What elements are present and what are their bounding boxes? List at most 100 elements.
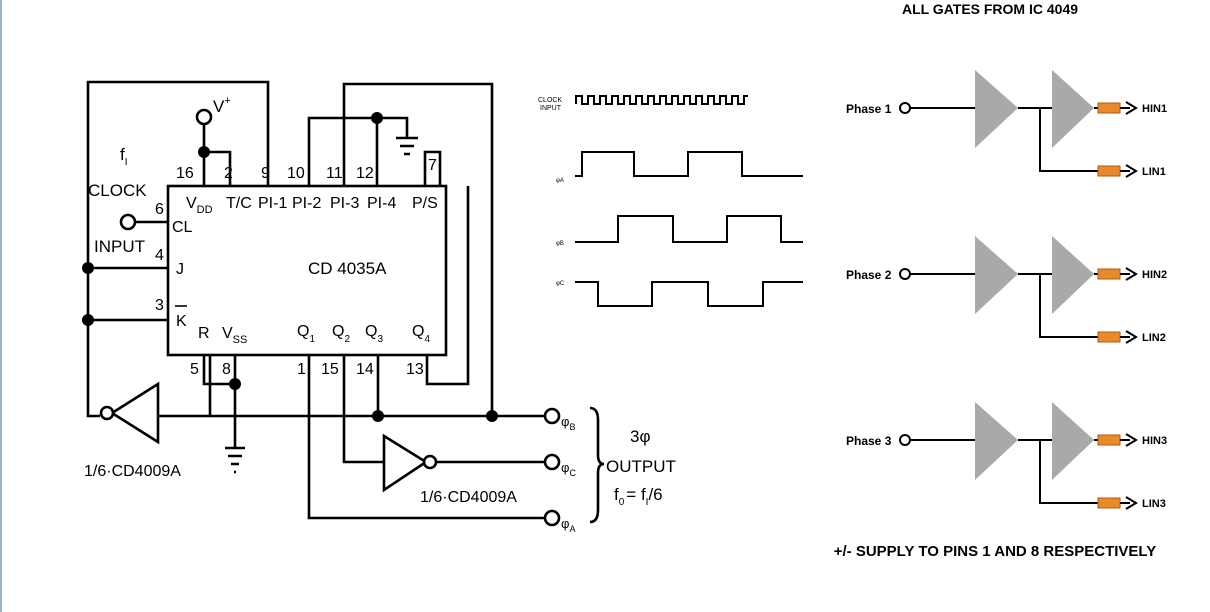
hin-resistor-2 — [1097, 268, 1121, 280]
wire-q1 — [307, 355, 545, 520]
node-k — [82, 314, 94, 326]
output-freq: f0= fI/6 — [614, 485, 663, 508]
buffer-gate-2a — [975, 236, 1018, 314]
lin-label-1: LIN1 — [1142, 166, 1166, 178]
phase-b-label: φB — [561, 414, 575, 432]
phase-3-label: Phase 3 — [846, 434, 892, 448]
timing-phase-c-label: φC — [556, 281, 565, 287]
label-q3: Q3 — [365, 323, 383, 345]
pin-2: 2 — [224, 165, 233, 182]
label-pi1: PI-1 — [258, 195, 287, 212]
buffer-gate-3b — [1052, 402, 1094, 480]
output-brace — [589, 406, 605, 524]
phase-3-terminal — [899, 434, 911, 446]
lin-resistor-2 — [1097, 331, 1121, 343]
timing-phase-a-label: φA — [556, 178, 564, 184]
phase-1-terminal — [899, 102, 911, 114]
schematic-nodes — [82, 108, 561, 527]
node-pi — [371, 112, 383, 124]
pin-12: 12 — [356, 165, 374, 182]
footer-note: +/- SUPPLY TO PINS 1 AND 8 RESPECTIVELY — [834, 543, 1156, 560]
pin-14: 14 — [356, 361, 374, 378]
pin-3: 3 — [155, 297, 164, 314]
pin-5: 5 — [190, 361, 199, 378]
wire-pi-bus — [307, 116, 409, 186]
ic-body — [166, 184, 448, 357]
phase-b-waveform — [575, 215, 803, 243]
pin-9: 9 — [261, 165, 270, 182]
pin-11: 11 — [326, 165, 343, 182]
hin-label-1: HIN1 — [1142, 103, 1167, 115]
timing-clock-label-1: CLOCK — [538, 97, 562, 104]
hin-label-3: HIN3 — [1142, 435, 1167, 447]
output-title-1: 3φ — [630, 427, 650, 446]
label-cl: CL — [172, 219, 193, 236]
node-j — [82, 262, 94, 274]
wire-pin9-loop — [86, 80, 270, 268]
pin-4: 4 — [155, 247, 164, 264]
timing-clock-label-2: INPUT — [540, 105, 562, 112]
clock-waveform — [575, 95, 748, 105]
lin-wire-1 — [1039, 108, 1098, 172]
ground-top — [396, 136, 418, 156]
label-k: K — [176, 313, 187, 330]
schematic-labels: V+ fI CLOCK INPUT 16 2 9 10 11 12 7 VDD … — [84, 95, 676, 534]
wire-pin7 — [423, 150, 442, 186]
label-q1: Q1 — [297, 323, 315, 345]
phase-1-label: Phase 1 — [846, 102, 892, 116]
label-vss: VSS — [222, 325, 247, 346]
node-q3 — [372, 410, 384, 422]
hin-label-2: HIN2 — [1142, 269, 1167, 281]
buffer-gate-3a — [975, 402, 1018, 480]
output-terminal-a — [543, 509, 561, 527]
label-pi2: PI-2 — [292, 195, 321, 212]
phase-c-label: φC — [561, 460, 576, 478]
diagram-title: ALL GATES FROM IC 4049 — [902, 1, 1078, 17]
buffer-gate-1a — [975, 70, 1018, 148]
lin-arrow-1 — [1125, 164, 1138, 178]
hin-arrow-1 — [1125, 101, 1138, 115]
clock-f-label: fI — [120, 145, 128, 168]
clock-label-2: INPUT — [94, 237, 145, 256]
vplus-label: V+ — [213, 95, 231, 116]
lin-resistor-3 — [1097, 497, 1121, 509]
output-terminal-c — [543, 453, 561, 471]
label-q4: Q4 — [412, 323, 430, 345]
label-tc: T/C — [226, 195, 252, 212]
lin-wire-3 — [1039, 440, 1098, 504]
phase-c-waveform — [575, 281, 803, 307]
hin-resistor-1 — [1097, 102, 1121, 114]
phase-a-label: φA — [561, 516, 575, 534]
label-q2: Q2 — [332, 323, 350, 345]
wire-q2 — [342, 355, 384, 464]
wire-q3 — [376, 355, 545, 418]
pin-15: 15 — [321, 361, 339, 378]
timing-labels: CLOCK INPUT φA φB φC — [538, 97, 565, 287]
output-title-2: OUTPUT — [606, 457, 676, 476]
pin-1: 1 — [297, 361, 306, 378]
lin-label-3: LIN3 — [1142, 498, 1166, 510]
hin-arrow-2 — [1125, 267, 1138, 281]
wire-inv-left-in — [158, 355, 212, 418]
label-pi3: PI-3 — [330, 195, 359, 212]
left-border — [0, 0, 2, 612]
node-outer — [486, 410, 498, 422]
timing-diagram — [575, 95, 803, 307]
phase-a-waveform — [575, 151, 803, 177]
timing-phase-b-label: φB — [556, 241, 564, 247]
inverter-left-bubble — [99, 405, 115, 421]
pin-6: 6 — [155, 201, 164, 218]
hin-resistor-3 — [1097, 434, 1121, 446]
pin-13: 13 — [406, 361, 424, 378]
lin-label-2: LIN2 — [1142, 332, 1166, 344]
pin-10: 10 — [287, 165, 305, 182]
wire-left-feedback — [86, 320, 100, 418]
wire-q4 — [425, 186, 470, 386]
output-terminal-b — [543, 407, 561, 425]
lin-arrow-2 — [1125, 330, 1138, 344]
node-gnd — [229, 378, 241, 390]
pin-16: 16 — [176, 165, 194, 182]
label-pi4: PI-4 — [367, 195, 396, 212]
ic-name: CD 4035A — [308, 259, 387, 278]
